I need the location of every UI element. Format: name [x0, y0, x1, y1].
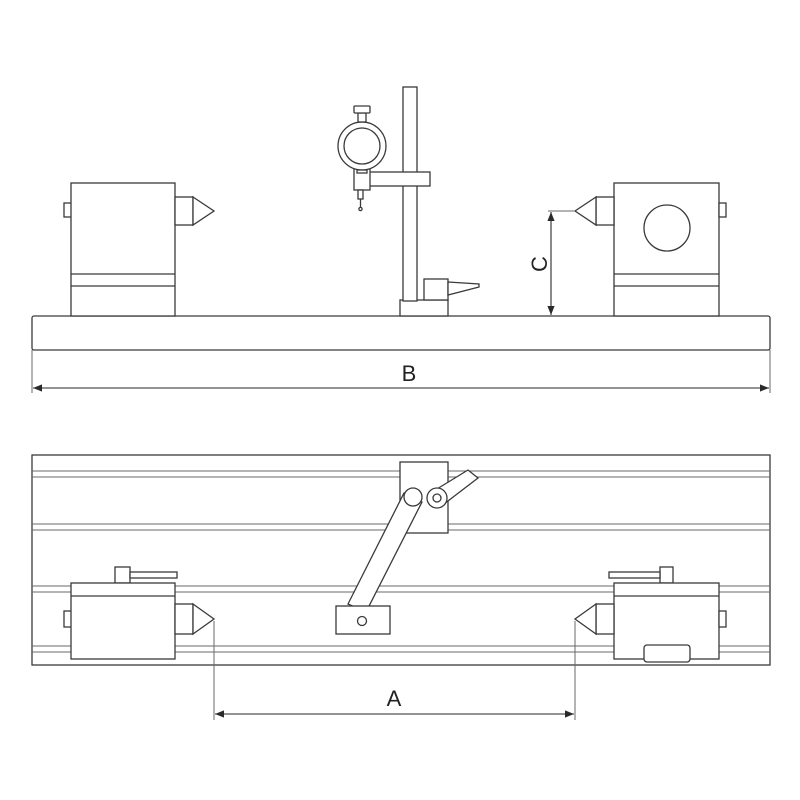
- dimension-a-label: A: [387, 686, 402, 711]
- dimension-a: A: [213, 621, 576, 720]
- dimension-b: B: [31, 350, 771, 393]
- dial-gauge-icon: [337, 121, 387, 171]
- front-view: C B: [31, 86, 771, 393]
- dial-indicator-stand: [337, 86, 480, 317]
- front-left-tailstock: [63, 182, 216, 317]
- dimension-b-label: B: [402, 361, 417, 386]
- top-indicator-arm: [335, 461, 480, 635]
- front-right-headstock: [573, 182, 727, 317]
- top-right-headstock: [573, 566, 727, 663]
- front-base-bed: [31, 315, 771, 351]
- top-view: A: [31, 454, 771, 720]
- dimension-c: C: [527, 210, 575, 315]
- headstock-spindle-circle: [643, 204, 691, 252]
- dimension-c-label: C: [527, 256, 552, 272]
- top-left-tailstock: [63, 566, 216, 660]
